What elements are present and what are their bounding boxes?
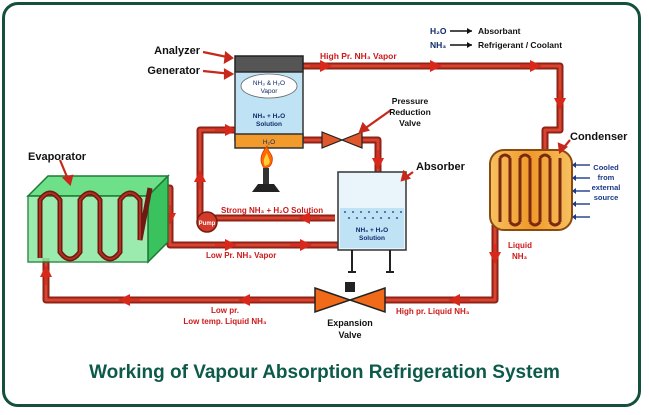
low-pr-liquid-line1: Low pr. xyxy=(211,306,239,315)
gen-water-label: H₂O xyxy=(263,139,275,146)
pressure-reduction-valve xyxy=(321,131,363,149)
diagram-title: Working of Vapour Absorption Refrigerati… xyxy=(89,362,560,383)
low-pr-vapor-label: Low Pr. NH₃ Vapor xyxy=(206,251,276,260)
gen-vapor-line1: NH₃ & H₂O xyxy=(253,80,285,87)
pressure-valve-line3: Valve xyxy=(399,118,421,128)
low-pr-liquid-line2: Low temp. Liquid NH₃ xyxy=(183,317,267,326)
liquid-nh3-line1: Liquid xyxy=(508,241,532,250)
analyzer-label: Analyzer xyxy=(154,45,201,57)
cooled-line1: Cooled xyxy=(593,163,619,172)
legend-refrigerant-formula: NH₃ xyxy=(430,40,446,50)
vapor-cloud xyxy=(240,73,298,99)
condenser-coil xyxy=(498,158,562,222)
cooled-line2: from xyxy=(598,173,615,182)
high-pr-vapor-label: High Pr. NH₃ Vapor xyxy=(320,51,397,61)
legend-refrigerant-label: Refrigerant / Coolant xyxy=(478,40,562,50)
flow-arrows xyxy=(40,60,566,306)
burner xyxy=(252,145,280,192)
cooling-arrows xyxy=(576,164,590,218)
high-pr-liquid-label: High pr. Liquid NH₃ xyxy=(396,307,470,316)
expansion-valve-line1: Expansion xyxy=(327,318,373,328)
generator-water xyxy=(234,133,304,149)
cooled-line4: source xyxy=(594,193,619,202)
absorber-unit: NH₃ + H₂O Solution xyxy=(337,171,407,273)
gen-solution-line1: NH₃ + H₂O xyxy=(253,113,285,120)
condenser-unit xyxy=(489,149,590,231)
generator-unit: NH₃ & H₂O Vapor NH₃ + H₂O Solution H₂O xyxy=(234,55,304,149)
condenser-label: Condenser xyxy=(570,131,628,143)
expansion-valve xyxy=(314,282,386,314)
pump: Pump xyxy=(196,211,218,233)
absorber-label: Absorber xyxy=(416,161,466,173)
generator-label: Generator xyxy=(147,65,200,77)
pipe-high-pr-vapor xyxy=(296,60,564,150)
legend-absorbant-label: Absorbant xyxy=(478,26,521,36)
pipe-low-pr-liquid xyxy=(42,258,315,304)
label-pointers xyxy=(58,50,571,187)
strong-solution-label: Strong NH₃ + H₂O Solution xyxy=(221,206,323,215)
component-labels: Analyzer Generator Condenser Absorber Ev… xyxy=(28,45,628,340)
evaporator-unit xyxy=(26,174,170,264)
legend-absorbant-formula: H₂O xyxy=(430,26,447,36)
gen-vapor-line2: Vapor xyxy=(261,88,279,95)
outer-frame xyxy=(2,2,641,407)
cooled-line3: external xyxy=(592,183,621,192)
pressure-valve-line1: Pressure xyxy=(392,96,429,106)
liquid-nh3-line2: NH₃ xyxy=(512,252,528,261)
expansion-valve-line2: Valve xyxy=(338,330,361,340)
absorber-solution-line1: NH₃ + H₂O xyxy=(356,227,388,234)
legend: H₂O Absorbant NH₃ Refrigerant / Coolant xyxy=(430,26,562,50)
pump-label: Pump xyxy=(199,221,216,227)
pressure-valve-line2: Reduction xyxy=(389,107,431,117)
flow-labels: High Pr. NH₃ Vapor Strong NH₃ + H₂O Solu… xyxy=(183,51,620,326)
pipe-weak-solution-2 xyxy=(362,136,382,172)
evaporator-label: Evaporator xyxy=(28,151,87,163)
gen-solution-line2: Solution xyxy=(256,121,282,128)
absorber-solution-line2: Solution xyxy=(359,235,385,242)
